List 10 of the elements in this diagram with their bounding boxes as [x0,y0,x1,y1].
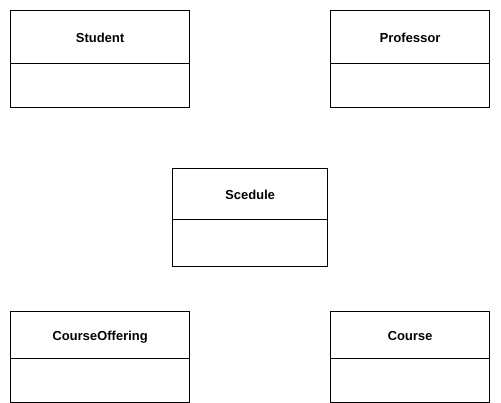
class-box [10,311,190,403]
class-box [330,311,490,403]
class-box [172,168,328,267]
class-name: Scedule [225,186,275,202]
class-box [10,10,190,108]
class-box [330,10,490,108]
class-name: CourseOffering [52,328,148,342]
class-name: Professor [380,30,440,44]
class-name: Student [76,30,124,44]
class-name: Course [388,328,432,342]
